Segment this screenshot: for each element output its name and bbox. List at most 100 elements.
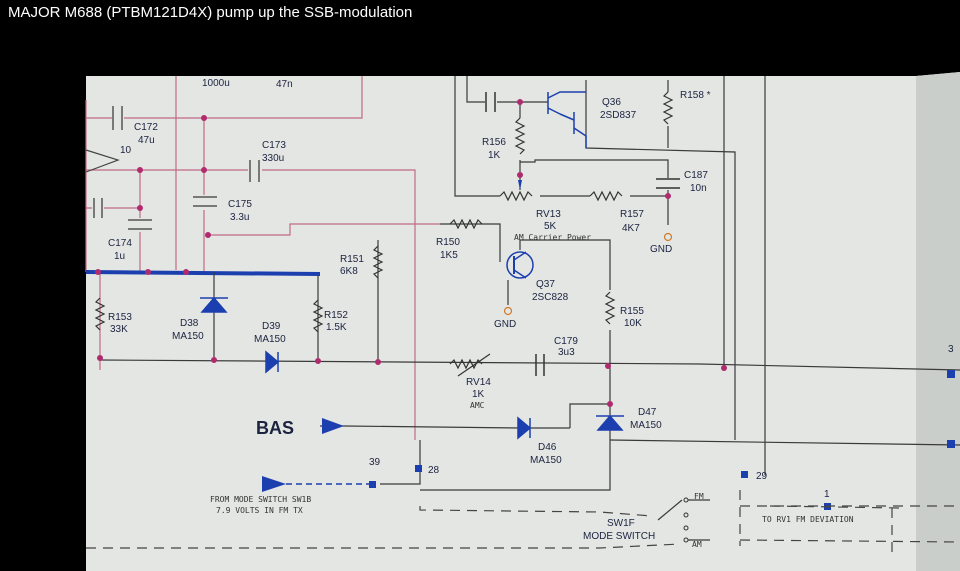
label-d39: D39	[262, 321, 281, 332]
label-q37-value: 2SC828	[532, 292, 569, 303]
label-c175: C175	[228, 199, 252, 210]
mode-switch-sw1f	[657, 497, 710, 543]
label-r153: R153	[108, 312, 132, 323]
diode-d39	[265, 350, 280, 374]
label-c173: C173	[262, 140, 286, 151]
capacitor-c179	[535, 354, 545, 376]
label-q36-value: 2SD837	[600, 110, 637, 121]
label-c174-value: 1u	[114, 251, 125, 262]
label-pin10: 10	[120, 145, 132, 156]
pad-29	[741, 471, 748, 478]
label-c-top1: 1000u	[202, 78, 230, 89]
label-r153-value: 33K	[110, 324, 128, 335]
label-d46-value: MA150	[530, 455, 562, 466]
label-fm: FM	[694, 492, 704, 501]
resistor-r155	[604, 291, 616, 325]
resistor-r156	[514, 117, 526, 155]
label-r150-value: 1K5	[440, 250, 458, 261]
paper-edge	[916, 72, 960, 571]
label-r157-value: 4K7	[622, 223, 640, 234]
label-d47-value: MA150	[630, 420, 662, 431]
label-r156-value: 1K	[488, 150, 501, 161]
label-d47: D47	[638, 407, 657, 418]
label-to-rv1: TO RV1 FM DEVIATION	[762, 515, 854, 524]
gnd-symbol-1	[663, 232, 673, 242]
diode-d47	[596, 414, 624, 431]
label-from-mode-line2: 7.9 VOLTS IN FM TX	[216, 506, 303, 515]
mode-input-arrow	[262, 476, 286, 492]
rv14-adjust-arrow	[457, 353, 491, 377]
resistor-r153	[94, 297, 106, 331]
label-r155-value: 10K	[624, 318, 642, 329]
label-pin28: 28	[428, 465, 440, 476]
pad-edge-1	[947, 370, 955, 378]
label-from-mode-line1: FROM MODE SWITCH SW1B	[210, 495, 311, 504]
label-rv13-desc: AM Carrier Power	[514, 233, 591, 242]
label-r151-value: 6K8	[340, 266, 358, 277]
label-c172: C172	[134, 122, 158, 133]
label-c173-value: 330u	[262, 153, 284, 164]
label-r157: R157	[620, 209, 644, 220]
label-rv13-value: 5K	[544, 221, 557, 232]
label-pin1: 1	[824, 489, 830, 500]
label-c179-value: 3u3	[558, 347, 575, 358]
transistor-q37	[506, 251, 534, 279]
label-rv13: RV13	[536, 209, 561, 220]
label-c187: C187	[684, 170, 708, 181]
label-r156: R156	[482, 137, 506, 148]
op-amp-symbol	[85, 149, 120, 173]
label-c174: C174	[108, 238, 132, 249]
label-d39-value: MA150	[254, 334, 286, 345]
resistor-r157	[589, 190, 623, 202]
resistor-rv13	[499, 190, 533, 202]
capacitor-c173	[249, 160, 260, 182]
label-pin39: 39	[369, 457, 381, 468]
label-r155: R155	[620, 306, 644, 317]
transistor-q36	[547, 91, 587, 148]
resistor-r152	[312, 299, 324, 333]
label-rv14-value: 1K	[472, 389, 485, 400]
label-gnd-2: GND	[494, 319, 516, 330]
resistor-r158	[662, 91, 674, 125]
label-am: AM	[692, 540, 702, 549]
label-c187-value: 10n	[690, 183, 707, 194]
capacitor-c174	[93, 198, 152, 230]
label-r152: R152	[324, 310, 348, 321]
label-c175-value: 3.3u	[230, 212, 249, 223]
label-r152-value: 1.5K	[326, 322, 347, 333]
gnd-symbol-2	[503, 306, 513, 316]
label-r150: R150	[436, 237, 460, 248]
pad-edge-2	[947, 440, 955, 448]
label-gnd-1: GND	[650, 244, 672, 255]
rv13-wiper-arrow	[518, 180, 522, 190]
diode-d38	[200, 296, 228, 313]
bas-input-arrow	[322, 418, 344, 434]
label-d46: D46	[538, 442, 557, 453]
capacitor-c187	[656, 178, 680, 189]
label-c172-value: 47u	[138, 135, 155, 146]
label-sw1f: SW1F	[607, 518, 635, 529]
diode-d46	[517, 416, 532, 440]
label-pin29: 29	[756, 471, 768, 482]
label-q37: Q37	[536, 279, 555, 290]
capacitor-c175	[193, 196, 217, 207]
resistor-r151	[372, 245, 384, 279]
label-rv14-desc: AMC	[470, 401, 485, 410]
label-edge-number: 3	[948, 344, 954, 355]
junction-dots	[95, 99, 727, 407]
label-c179: C179	[554, 336, 578, 347]
dashed-lines	[86, 490, 960, 552]
capacitor-top	[485, 92, 496, 112]
label-r151: R151	[340, 254, 364, 265]
label-q36: Q36	[602, 97, 621, 108]
pad-28	[415, 465, 422, 472]
label-mode-switch: MODE SWITCH	[583, 531, 655, 542]
label-d38: D38	[180, 318, 199, 329]
label-d38-value: MA150	[172, 331, 204, 342]
pad-39	[369, 481, 376, 488]
label-c-top2: 47n	[276, 79, 293, 90]
label-r158: R158 *	[680, 90, 711, 101]
blue-bus-line	[85, 270, 321, 276]
capacitor-c172	[112, 106, 123, 130]
